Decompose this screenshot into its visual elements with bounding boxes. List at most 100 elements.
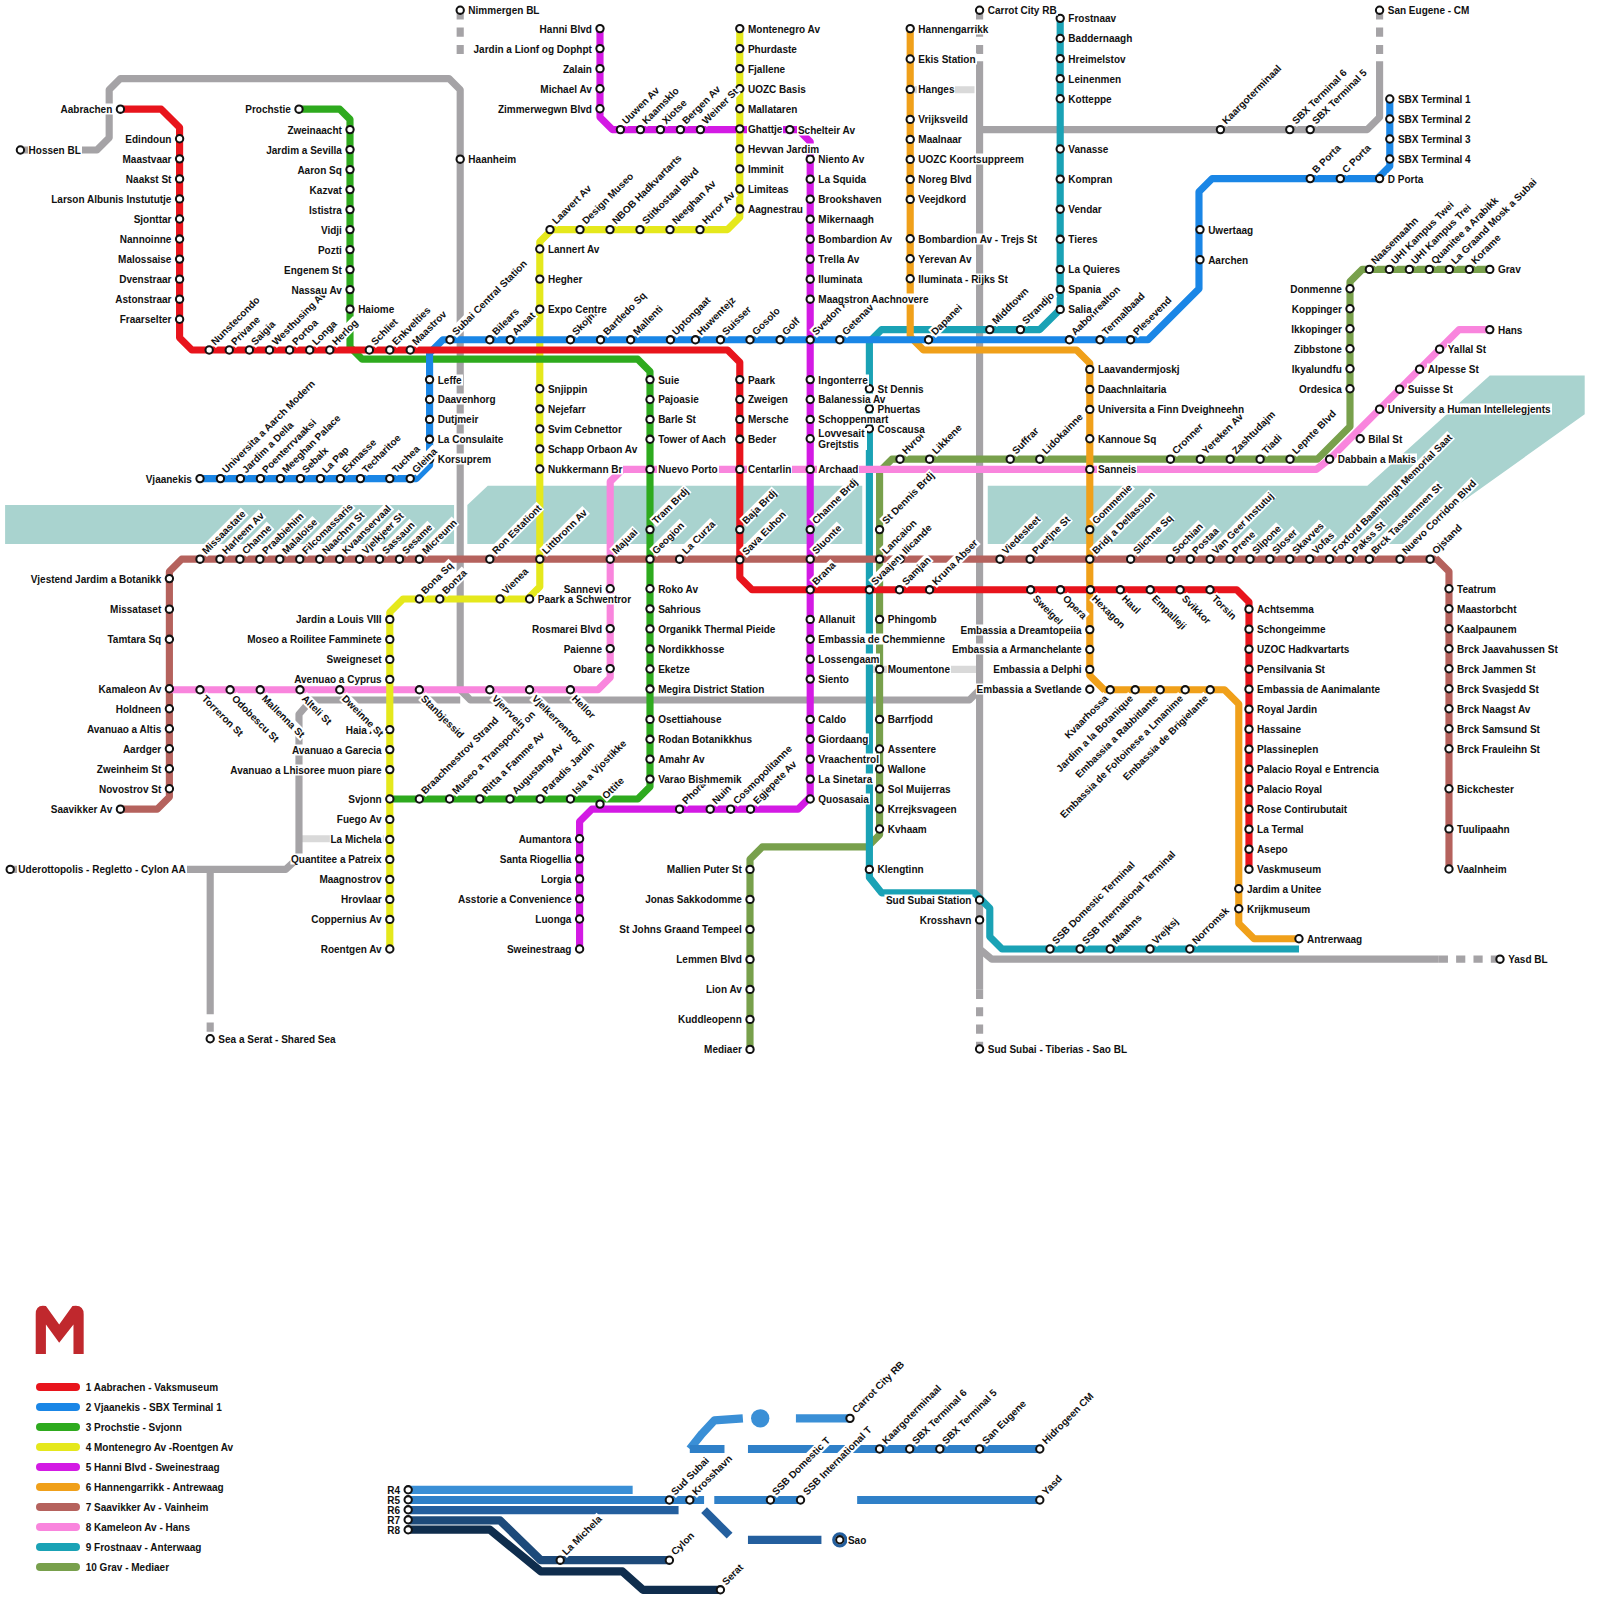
station-dot	[366, 346, 373, 353]
station-dot	[646, 585, 653, 592]
station-dot	[807, 526, 814, 533]
station-label: Schongeimme	[1256, 624, 1326, 635]
station-label: Ghattje	[747, 123, 783, 134]
metro-line	[690, 1445, 725, 1453]
station-dot	[297, 475, 304, 482]
station-dot	[1036, 1445, 1043, 1452]
station-label: Tiadi	[1259, 431, 1285, 457]
station-dot	[176, 255, 183, 262]
metro-line	[869, 18, 1299, 949]
station-dot	[596, 65, 603, 72]
station-label: UZOC Hadkvartarts	[1256, 644, 1350, 655]
station-label: Lovvesait Grejtstis	[817, 428, 867, 450]
station-dot	[807, 435, 814, 442]
station-dot	[226, 686, 233, 693]
station-dot	[1245, 646, 1252, 653]
station-dot	[386, 916, 393, 923]
station-dot	[576, 226, 583, 233]
station-label: Suisse St	[1407, 384, 1454, 395]
station-dot	[807, 396, 814, 403]
station-dot	[736, 125, 743, 132]
station-label: Saavikker Av	[50, 804, 114, 815]
station-dot	[1307, 126, 1314, 133]
station-dot	[404, 1516, 411, 1523]
station-dot	[1445, 825, 1452, 832]
station-dot	[1445, 645, 1452, 652]
station-dot	[376, 556, 383, 563]
station-label: Assentere	[887, 743, 937, 754]
station-dot	[1186, 945, 1193, 952]
station-label: Missataset	[109, 604, 162, 615]
station-label: Eketze	[657, 663, 691, 674]
station-dot	[807, 216, 814, 223]
station-label: Haiome	[357, 304, 395, 315]
station-label: Jardin a Lionf og Dophpt	[473, 43, 593, 54]
legend-text: 8 Kameleon Av - Hans	[86, 1522, 190, 1533]
station-dot	[176, 235, 183, 242]
station-dot	[607, 645, 614, 652]
station-dot	[317, 475, 324, 482]
station-label: R8	[386, 1524, 401, 1535]
station-dot	[1057, 175, 1064, 182]
station-dot	[386, 475, 393, 482]
station-label: Ikkopinger	[1290, 323, 1343, 334]
station-label: Sweigneset	[326, 654, 383, 665]
station-label: Beder	[747, 434, 777, 445]
station-dot	[1217, 126, 1224, 133]
station-dot	[166, 725, 173, 732]
station-dot	[536, 445, 543, 452]
station-label: Tieres	[1067, 234, 1098, 245]
station-label: Niento Av	[817, 154, 865, 165]
station-dot	[646, 396, 653, 403]
metro-line	[120, 109, 1249, 869]
station-label: Engenem St	[283, 264, 343, 275]
station-dot	[926, 586, 933, 593]
station-dot	[576, 915, 583, 922]
station-dot	[296, 556, 303, 563]
station-label: Zibbstone	[1293, 343, 1343, 354]
station-label: Opera	[1060, 592, 1090, 622]
station-label: Bombardion Av - Trejs St	[917, 233, 1038, 244]
metro-line	[750, 269, 1490, 1049]
station-label: Malossaise	[117, 254, 172, 265]
station-label: Dvenstraar	[118, 274, 172, 285]
station-dot	[176, 135, 183, 142]
station-dot	[807, 176, 814, 183]
station-dot	[876, 825, 883, 832]
station-label: Allanuit	[817, 614, 856, 625]
station-label: Hrovlaar	[340, 894, 383, 905]
station-label: Aaron Sq	[296, 164, 342, 175]
station-dot	[1086, 435, 1093, 442]
station-dot	[1007, 456, 1014, 463]
station-dot	[1307, 175, 1314, 182]
station-label: Megira District Station	[657, 684, 765, 695]
station-dot	[1266, 556, 1273, 563]
station-dot	[646, 775, 653, 782]
station-label: Baddernaagh	[1067, 33, 1133, 44]
legend-row: 3 Prochstie - Svjonn	[36, 1422, 182, 1433]
station-dot	[736, 436, 743, 443]
station-label: Phuertas	[877, 403, 922, 414]
station-label: Vienea	[499, 565, 531, 597]
station-dot	[876, 805, 883, 812]
station-label: Kaargoterminaal	[1220, 62, 1285, 127]
station-dot	[596, 85, 603, 92]
station-dot	[346, 306, 353, 313]
station-dot	[1207, 686, 1214, 693]
station-dot	[1146, 945, 1153, 952]
station-dot	[176, 275, 183, 282]
station-label: Luonga	[534, 913, 572, 924]
station-label: Nassau Av	[290, 284, 342, 295]
station-label: Paark	[747, 374, 776, 385]
station-dot	[646, 716, 653, 723]
station-label: Vanasse	[1067, 143, 1109, 154]
station-dot	[1235, 885, 1242, 892]
station-label: Obare	[572, 663, 603, 674]
station-label: Nordikkhosse	[657, 643, 725, 654]
legend-row: 2 Vjaanekis - SBX Terminal 1	[36, 1402, 222, 1413]
legend-swatch	[36, 1443, 80, 1451]
station-dot	[607, 556, 614, 563]
legend-row: 7 Saavikker Av - Vainheim	[36, 1502, 209, 1513]
station-label: Iluminata	[817, 274, 863, 285]
